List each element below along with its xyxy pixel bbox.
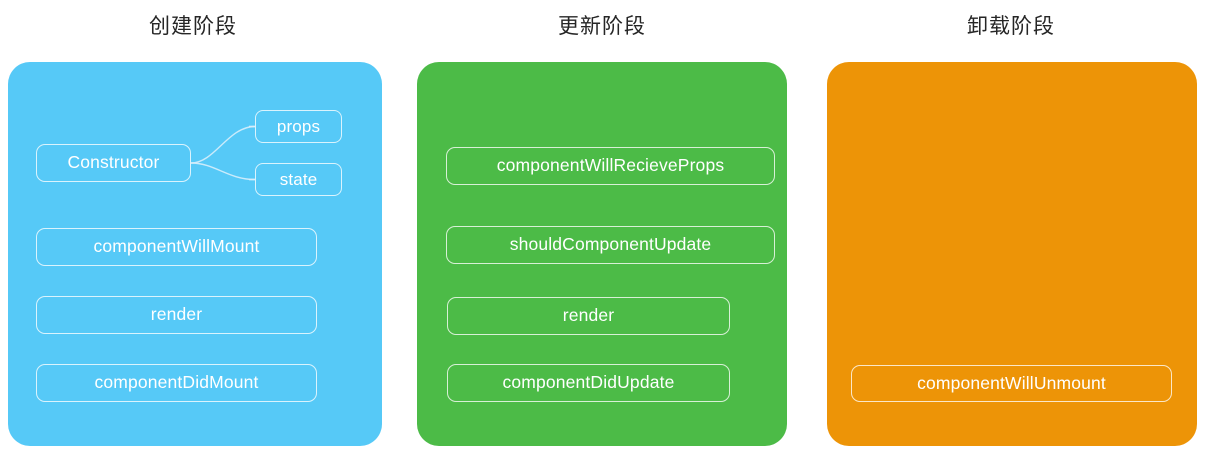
- phase-title-update: 更新阶段: [558, 15, 646, 38]
- lifecycle-item-component-did-mount[interactable]: componentDidMount: [36, 364, 317, 402]
- phase-panel-unmount: [827, 62, 1197, 446]
- lifecycle-item-render-mount[interactable]: render: [36, 296, 317, 334]
- lifecycle-item-component-did-update[interactable]: componentDidUpdate: [447, 364, 730, 402]
- lifecycle-item-should-component-update[interactable]: shouldComponentUpdate: [446, 226, 775, 264]
- lifecycle-item-state[interactable]: state: [255, 163, 342, 196]
- lifecycle-item-component-will-recieve-props[interactable]: componentWillRecieveProps: [446, 147, 775, 185]
- lifecycle-item-constructor[interactable]: Constructor: [36, 144, 191, 182]
- phase-title-unmount: 卸载阶段: [967, 15, 1055, 38]
- phase-panel-update: [417, 62, 787, 446]
- phase-title-mount: 创建阶段: [149, 15, 237, 38]
- lifecycle-item-render-update[interactable]: render: [447, 297, 730, 335]
- lifecycle-item-component-will-mount[interactable]: componentWillMount: [36, 228, 317, 266]
- lifecycle-item-component-will-unmount[interactable]: componentWillUnmount: [851, 365, 1172, 402]
- lifecycle-item-props[interactable]: props: [255, 110, 342, 143]
